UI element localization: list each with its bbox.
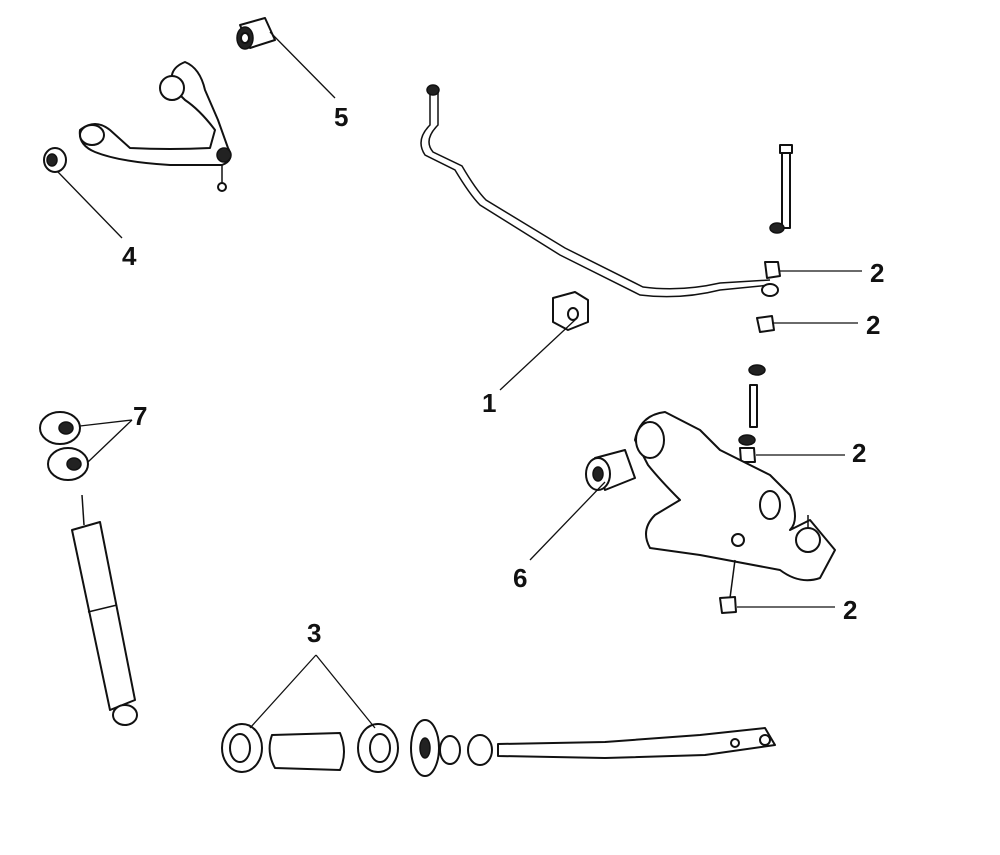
stabilizer-bushing-1 xyxy=(552,291,589,331)
callout-1: 1 xyxy=(482,388,496,418)
callout-2-bottom-bushing: 2 xyxy=(843,595,857,625)
lower-control-arm xyxy=(634,411,836,599)
stabilizer-bar xyxy=(420,84,779,298)
callout-6: 6 xyxy=(513,563,527,593)
shock-absorber xyxy=(71,494,138,726)
callout-4: 4 xyxy=(122,241,137,271)
bushing-5 xyxy=(236,17,276,50)
callout-2-upper-bushing: 2 xyxy=(870,258,884,288)
upper-control-arm xyxy=(78,61,232,192)
callout-2-lower-bushing: 2 xyxy=(866,310,880,340)
bushing-4 xyxy=(43,147,67,173)
bushing-6 xyxy=(585,449,636,491)
callout-2-arm-bushing: 2 xyxy=(852,438,866,468)
callout-3: 3 xyxy=(307,618,321,648)
callout-7: 7 xyxy=(133,401,147,431)
leader-lines xyxy=(57,31,862,729)
strut-rod-assembly xyxy=(221,719,776,777)
shock-bushings-7 xyxy=(39,411,89,481)
callout-5: 5 xyxy=(334,102,348,132)
stabilizer-link-parts xyxy=(719,144,793,614)
